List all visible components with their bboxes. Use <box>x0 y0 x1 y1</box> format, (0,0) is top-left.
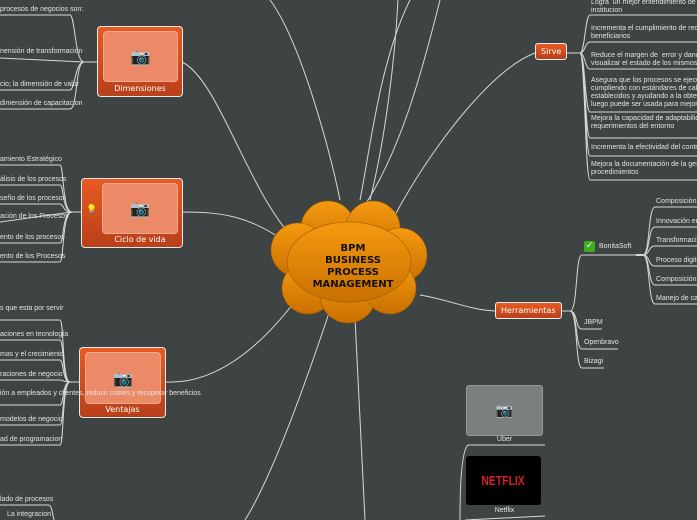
topic-dimensiones[interactable]: 📷 Dimensiones <box>97 26 183 97</box>
camera-icon: 📷 <box>113 368 133 388</box>
image-placeholder: 📷 <box>85 352 161 404</box>
list-item[interactable]: Bizagi <box>584 358 604 365</box>
list-item[interactable]: ación de los Procesos <box>0 213 69 220</box>
central-line: MANAGEMENT <box>312 279 394 290</box>
topic-label: Dimensiones <box>114 84 166 93</box>
list-item[interactable]: dimensión de capacitacion <box>0 100 83 107</box>
camera-icon: 📷 <box>130 199 150 218</box>
camera-icon: 📷 <box>130 47 151 66</box>
topic-sirve[interactable]: Sirve <box>535 43 568 60</box>
list-item[interactable]: s que esta por servir <box>0 305 64 312</box>
list-item[interactable]: Transformación <box>656 237 697 244</box>
central-cloud-shape <box>270 200 428 324</box>
list-item[interactable]: Composición de <box>656 276 697 283</box>
list-item[interactable]: Asegura que los procesos se ejecuten cum… <box>591 77 697 108</box>
topic-herramientas[interactable]: Herramientas <box>495 302 562 319</box>
list-item[interactable]: amiento Estratégico <box>0 156 62 163</box>
list-item[interactable]: Logra un mejor entendimiento de la o ins… <box>591 0 696 14</box>
list-item[interactable]: Manejo de casos <box>656 295 697 302</box>
central-topic[interactable]: BPM BUSINESS PROCESS MANAGEMENT <box>268 243 438 291</box>
list-item[interactable]: Mejora la capacidad de adaptabilidad i r… <box>591 115 697 130</box>
list-item[interactable]: mas y el crecimiento <box>0 351 64 358</box>
uber-image[interactable]: 📷 <box>466 385 543 436</box>
list-item[interactable]: álisis de los procesos <box>0 176 67 183</box>
list-item[interactable]: ento de los procesos <box>0 234 65 241</box>
netflix-logo-text: NETFLIX <box>481 473 526 488</box>
topic-ventajas[interactable]: 📷 Ventajas <box>79 347 166 418</box>
list-item[interactable]: Incrementa la efectividad del control i <box>591 144 697 151</box>
list-item[interactable]: Innovación em <box>656 218 697 225</box>
list-item[interactable]: modelos de negocio <box>0 416 63 423</box>
list-item[interactable]: JBPM <box>584 319 603 326</box>
list-item[interactable]: procesos de negocios son: <box>0 6 84 13</box>
uber-label: Uber <box>496 436 513 443</box>
list-item[interactable]: ad de programacion <box>0 436 63 443</box>
list-item[interactable]: Reduce el margen de error y dando el vis… <box>591 52 697 67</box>
lightbulb-icon: 💡 <box>86 205 98 215</box>
list-item[interactable]: ento de los Procesos <box>0 253 66 260</box>
list-item[interactable]: cio; la dimensión de valor <box>0 81 79 88</box>
image-placeholder: 📷 <box>103 31 178 82</box>
central-line: BPM <box>340 243 366 254</box>
topic-label: Ciclo de vida <box>114 235 166 244</box>
list-item[interactable]: lado de procesos <box>0 496 54 503</box>
camera-icon: 📷 <box>495 402 514 419</box>
list-item[interactable]: Openbravo <box>584 339 619 346</box>
topic-label: Ventajas <box>105 405 140 414</box>
topic-ciclo-de-vida[interactable]: 💡 📷 Ciclo de vida <box>81 178 183 248</box>
netflix-logo[interactable]: NETFLIX <box>466 456 541 505</box>
central-line: PROCESS <box>327 267 379 278</box>
netflix-label: Netflix <box>494 507 515 514</box>
list-item[interactable]: ión a empleados y clientes, reducir cost… <box>0 390 201 397</box>
list-item[interactable]: La integracion <box>7 511 51 518</box>
list-item[interactable]: nensión de transformación <box>0 48 83 55</box>
list-item[interactable]: raciones de negocio <box>0 371 63 378</box>
image-placeholder: 📷 <box>102 183 178 234</box>
list-item[interactable]: Incrementa el cumplimiento de requer ben… <box>591 25 697 40</box>
central-line: BUSINESS <box>325 255 381 266</box>
check-icon: ✓ <box>584 241 595 252</box>
list-item[interactable]: Composición de <box>656 198 697 205</box>
list-item[interactable]: Mejora la documentación de la gestion pr… <box>591 161 697 176</box>
subtopic-bonitasoft[interactable]: BonitaSoft <box>599 243 632 250</box>
list-item[interactable]: aciones en tecnología <box>0 331 69 338</box>
list-item[interactable]: Proceso digitali <box>656 257 697 264</box>
list-item[interactable]: seño de los procesos <box>0 195 67 202</box>
